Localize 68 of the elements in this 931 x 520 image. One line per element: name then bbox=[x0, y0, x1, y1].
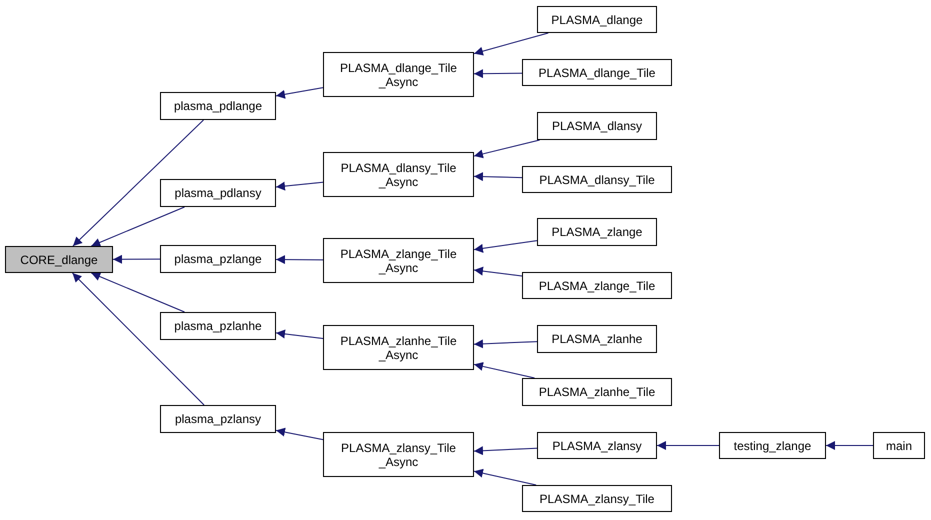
function-name: CORE_dlange bbox=[20, 252, 98, 266]
function-box bbox=[323, 325, 474, 370]
function-name: plasma_pdlansy bbox=[174, 186, 262, 200]
call-arrow bbox=[276, 330, 324, 339]
function-name: PLASMA_zlansy bbox=[552, 438, 642, 452]
function-name: PLASMA_dlansy bbox=[552, 119, 642, 133]
call-arrow bbox=[90, 206, 186, 247]
function-name: testing_zlange bbox=[734, 438, 812, 452]
function-box bbox=[160, 92, 276, 120]
call-arrow bbox=[90, 272, 186, 312]
function-box bbox=[160, 179, 276, 207]
function-name: PLASMA_zlange_Tile bbox=[538, 278, 656, 292]
call-arrow bbox=[474, 240, 538, 253]
function-box bbox=[160, 245, 276, 273]
call-arrow bbox=[474, 266, 522, 277]
function-box bbox=[323, 52, 474, 97]
function-name: plasma_pzlansy bbox=[174, 412, 262, 426]
function-name: PLASMA_zlansy_Tile bbox=[540, 492, 654, 506]
function-box bbox=[323, 152, 474, 197]
call-arrow bbox=[72, 272, 205, 406]
function-box bbox=[160, 312, 276, 340]
call-arrow bbox=[474, 172, 522, 182]
function-name: PLASMA_zlansy_Tile _Async bbox=[340, 440, 457, 468]
call-arrow bbox=[72, 120, 204, 246]
function-box bbox=[160, 405, 276, 433]
function-box bbox=[537, 112, 657, 140]
call-arrow bbox=[474, 362, 536, 378]
call-arrow bbox=[826, 441, 874, 450]
function-box bbox=[323, 432, 474, 477]
function-box bbox=[537, 432, 657, 459]
function-box bbox=[5, 246, 113, 273]
function-name: PLASMA_zlanhe_Tile _Async bbox=[339, 334, 458, 362]
function-name: main bbox=[886, 438, 912, 452]
call-arrow bbox=[276, 182, 324, 191]
function-name: PLASMA_dlansy_Tile _Async bbox=[340, 160, 458, 188]
function-name: PLASMA_dlansy_Tile bbox=[539, 172, 655, 186]
function-box bbox=[522, 378, 672, 406]
function-name: plasma_pzlanhe bbox=[174, 319, 262, 333]
function-box bbox=[537, 218, 657, 246]
function-box bbox=[537, 6, 657, 33]
function-box bbox=[323, 238, 474, 283]
function-name: PLASMA_dlange bbox=[551, 12, 643, 26]
function-box bbox=[873, 432, 925, 459]
function-box bbox=[522, 272, 672, 299]
call-arrow bbox=[474, 140, 540, 158]
function-box bbox=[522, 59, 672, 86]
call-arrow bbox=[656, 441, 720, 450]
function-name: PLASMA_zlanhe_Tile bbox=[538, 385, 656, 399]
function-name: plasma_pdlange bbox=[174, 99, 262, 113]
call-arrow bbox=[474, 468, 537, 486]
call-arrow bbox=[474, 32, 549, 56]
call-arrow bbox=[474, 339, 538, 348]
function-name: PLASMA_zlange bbox=[552, 225, 642, 239]
call-arrow bbox=[276, 255, 324, 264]
function-name: PLASMA_zlange_Tile _Async bbox=[339, 246, 458, 274]
call-arrow bbox=[112, 254, 160, 264]
function-box bbox=[537, 325, 657, 353]
call-arrow bbox=[474, 69, 522, 78]
function-name: PLASMA_dlange_Tile _Async bbox=[339, 60, 458, 88]
call-arrow bbox=[474, 446, 538, 456]
function-name: plasma_pzlange bbox=[174, 252, 262, 266]
function-name: PLASMA_dlange_Tile bbox=[538, 66, 656, 80]
call-arrow bbox=[276, 87, 324, 99]
function-box bbox=[522, 166, 672, 193]
function-name: PLASMA_zlanhe bbox=[552, 332, 642, 346]
call-arrow bbox=[276, 428, 324, 440]
function-box bbox=[522, 485, 672, 512]
function-box bbox=[719, 432, 826, 459]
